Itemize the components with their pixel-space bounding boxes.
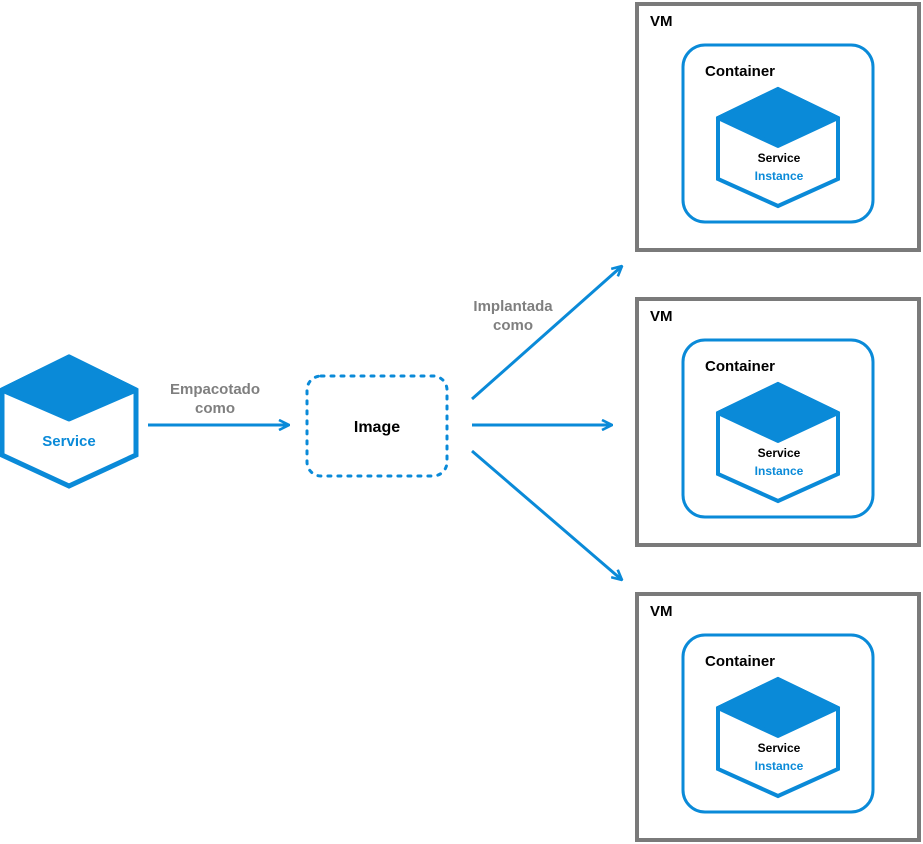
service-label: Service (42, 433, 95, 450)
instance-label-instance: Instance (755, 169, 804, 183)
vm-box: VM Container Service Instance (635, 592, 921, 842)
container-box (681, 43, 875, 224)
arrow-image-to-vm-3 (471, 449, 622, 580)
container-label: Container (705, 653, 775, 670)
service-instance-hexagon-top (716, 677, 840, 738)
image-dotted-box (305, 374, 449, 478)
image-node: Image (305, 374, 449, 478)
instance-label-instance: Instance (755, 464, 804, 478)
container-box (681, 338, 875, 519)
packaged-label-line2: como (195, 400, 235, 417)
packaged-label-line1: Empacotado (170, 381, 260, 398)
deployed-label-line1: Implantada (473, 298, 553, 315)
service-instance-hexagon-top (716, 87, 840, 148)
vm-box: VM Container Service Instance (635, 297, 921, 547)
deployed-label-line2: como (493, 317, 533, 334)
service-instance-hexagon-top (716, 382, 840, 443)
service-hexagon-top (0, 354, 139, 422)
instance-label-instance: Instance (755, 759, 804, 773)
image-label: Image (354, 419, 400, 436)
vm-box: VM Container Service Instance (635, 2, 921, 252)
container-label: Container (705, 63, 775, 80)
vm-label: VM (650, 308, 673, 325)
arrow-image-to-vm-1 (471, 266, 622, 401)
instance-label-service: Service (758, 741, 801, 755)
container-label: Container (705, 358, 775, 375)
instance-label-service: Service (758, 151, 801, 165)
container-box (681, 633, 875, 814)
service-node: Service (0, 354, 139, 489)
instance-label-service: Service (758, 446, 801, 460)
vm-label: VM (650, 603, 673, 620)
vm-label: VM (650, 13, 673, 30)
